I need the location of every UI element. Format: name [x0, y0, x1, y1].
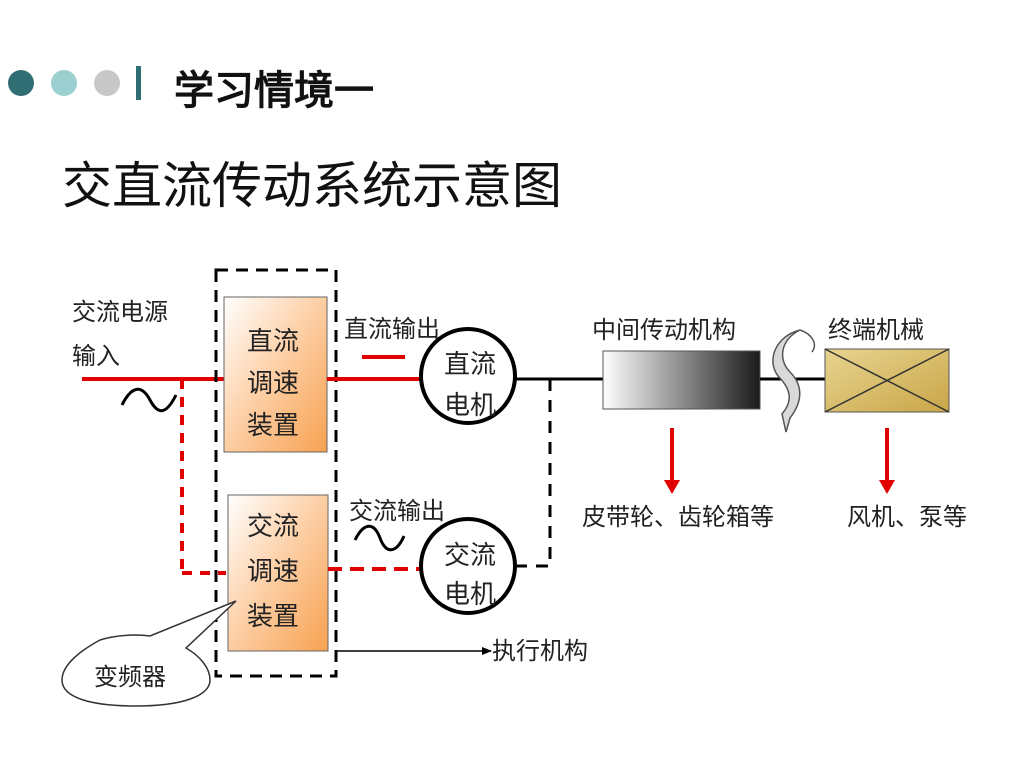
terminal-down-arrowhead — [879, 480, 895, 494]
ac-controller-line1: 交流 — [247, 512, 299, 542]
ac-speed-controller — [227, 494, 329, 652]
dc-controller-line3: 装置 — [247, 411, 299, 441]
transmission-box — [602, 350, 761, 410]
dc-motor-line2: 电机 — [444, 391, 496, 421]
inverter-callout — [61, 600, 237, 707]
ac-output-label: 交流输出 — [349, 497, 445, 525]
inverter-callout-label: 变频器 — [94, 663, 166, 691]
terminal-examples: 风机、泵等 — [847, 503, 967, 531]
header-dot-light — [51, 70, 77, 96]
section-title: 学习情境一 — [174, 68, 374, 114]
ac-controller-line3: 装置 — [247, 602, 299, 632]
slide-title: 交直流传动系统示意图 — [62, 157, 562, 215]
transmission-label: 中间传动机构 — [592, 316, 736, 344]
ac-motor-line1: 交流 — [444, 541, 496, 571]
dc-controller-line2: 调速 — [247, 369, 299, 399]
ac-source-tilde-icon — [120, 387, 178, 413]
dc-speed-controller — [223, 296, 328, 453]
ac-source-label-line2: 输入 — [72, 342, 120, 370]
actuator-label: 执行机构 — [492, 637, 588, 665]
ac-source-label-line1: 交流电源 — [72, 298, 168, 326]
dc-motor-line1: 直流 — [444, 350, 496, 380]
ac-motor-line2: 电机 — [444, 580, 496, 610]
inverter-frame — [214, 268, 338, 678]
ac-output-tilde-icon — [353, 524, 406, 552]
terminal-cross-2 — [824, 348, 950, 413]
rotation-icon — [772, 329, 801, 433]
transmission-examples: 皮带轮、齿轮箱等 — [582, 503, 774, 531]
dc-controller-line1: 直流 — [247, 327, 299, 357]
transmission-down-arrowhead — [664, 480, 680, 494]
rotation-tail-icon — [799, 329, 816, 353]
terminal-label: 终端机械 — [828, 316, 924, 344]
dc-output-label: 直流输出 — [344, 315, 440, 343]
dc-motor — [419, 327, 517, 425]
header-dot-gray — [94, 70, 120, 96]
ac-controller-line2: 调速 — [247, 557, 299, 587]
header-dot-dark — [8, 70, 34, 96]
header-divider — [136, 66, 141, 100]
